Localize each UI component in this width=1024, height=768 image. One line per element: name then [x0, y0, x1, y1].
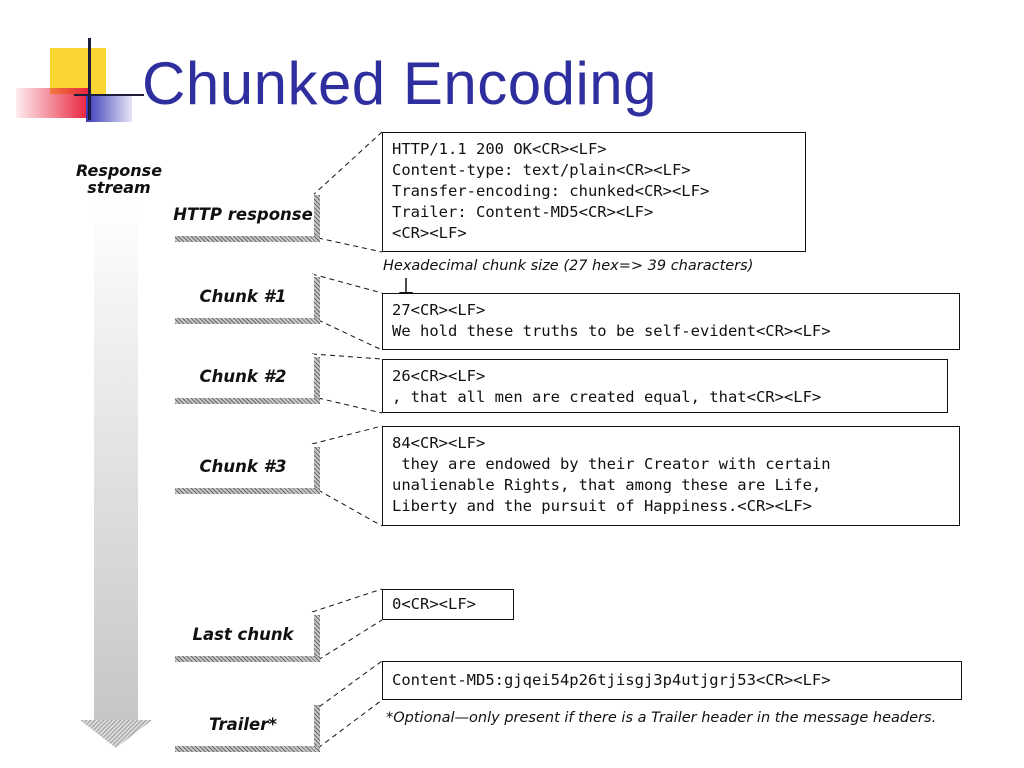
- chunk-1-box: 27<CR><LF> We hold these truths to be se…: [382, 293, 960, 350]
- tab-label: Chunk #3: [172, 444, 314, 488]
- tab-shadow-bottom: [175, 746, 320, 752]
- trailer-note: *Optional—only present if there is a Tra…: [386, 710, 937, 726]
- tab-shadow-side: [314, 195, 320, 242]
- tab-label: HTTP response: [172, 192, 314, 236]
- tab-shadow-side: [314, 615, 320, 662]
- chunk-3-box: 84<CR><LF> they are endowed by their Cre…: [382, 426, 960, 526]
- tab-trailer: Trailer*: [172, 702, 320, 754]
- tab-chunk-3: Chunk #3: [172, 444, 320, 496]
- trailer-box: Content-MD5:gjqei54p26tjisgj3p4utjgrj53<…: [382, 661, 962, 700]
- logo-blue-bar: [86, 96, 132, 122]
- tab-shadow-bottom: [175, 398, 320, 404]
- logo-vertical-line: [88, 38, 91, 120]
- tab-shadow-side: [314, 705, 320, 752]
- chunk-2-box: 26<CR><LF> , that all men are created eq…: [382, 359, 948, 413]
- tab-shadow-bottom: [175, 236, 320, 242]
- slide-title: Chunked Encoding: [142, 50, 658, 117]
- logo-yellow-square: [50, 48, 106, 94]
- tab-http-response: HTTP response: [172, 192, 320, 244]
- response-stream-label: Response stream: [75, 161, 163, 197]
- last-chunk-box: 0<CR><LF>: [382, 589, 514, 620]
- tab-last-chunk: Last chunk: [172, 612, 320, 664]
- chunk-size-note: Hexadecimal chunk size (27 hex=> 39 char…: [383, 258, 754, 274]
- logo-horizontal-line: [74, 94, 144, 96]
- tab-chunk-1: Chunk #1: [172, 274, 320, 326]
- tab-shadow-side: [314, 277, 320, 324]
- tab-shadow-bottom: [175, 488, 320, 494]
- tab-shadow-bottom: [175, 656, 320, 662]
- tab-chunk-2: Chunk #2: [172, 354, 320, 406]
- tab-label: Chunk #2: [172, 354, 314, 398]
- tab-shadow-bottom: [175, 318, 320, 324]
- tab-label: Trailer*: [172, 702, 314, 746]
- tab-label: Chunk #1: [172, 274, 314, 318]
- tab-label: Last chunk: [172, 612, 314, 656]
- logo-red-bar: [16, 88, 88, 118]
- tab-shadow-side: [314, 447, 320, 494]
- tab-shadow-side: [314, 357, 320, 404]
- http-response-box: HTTP/1.1 200 OK<CR><LF> Content-type: te…: [382, 132, 806, 252]
